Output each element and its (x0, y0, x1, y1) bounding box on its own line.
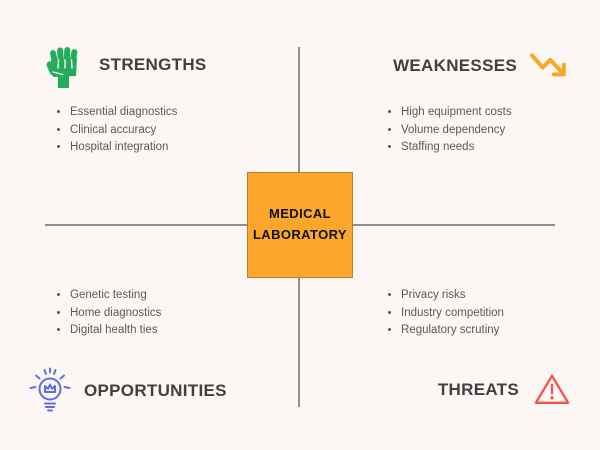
list-item: Digital health ties (70, 324, 161, 337)
list-item: Essential diagnostics (70, 106, 177, 119)
list-item: Regulatory scrutiny (401, 324, 504, 337)
warning-triangle-icon (533, 372, 571, 408)
list-item: Hospital integration (70, 141, 177, 154)
threats-header: THREATS (438, 372, 571, 408)
list-item: Home diagnostics (70, 307, 161, 320)
list-item: Privacy risks (401, 289, 504, 302)
weaknesses-list: High equipment costs Volume dependency S… (384, 106, 512, 159)
opportunities-list: Genetic testing Home diagnostics Digital… (53, 289, 161, 342)
list-item: Genetic testing (70, 289, 161, 302)
opportunities-header: OPPORTUNITIES (28, 366, 227, 415)
center-topic-box: MEDICAL LABORATORY (247, 172, 353, 278)
center-topic-line1: MEDICAL (268, 206, 332, 222)
list-item: Volume dependency (401, 124, 512, 137)
list-item: Industry competition (401, 307, 504, 320)
strengths-header: STRENGTHS (44, 42, 207, 88)
list-item: Staffing needs (401, 141, 512, 154)
threats-heading: THREATS (437, 380, 519, 399)
opportunities-heading: OPPORTUNITIES (84, 380, 227, 400)
strengths-list: Essential diagnostics Clinical accuracy … (53, 106, 177, 159)
threats-list: Privacy risks Industry competition Regul… (384, 289, 504, 342)
strengths-heading: STRENGTHS (99, 55, 207, 74)
lightbulb-icon (28, 366, 72, 415)
list-item: Clinical accuracy (70, 124, 177, 137)
center-topic-line2: LABORATORY (252, 227, 348, 242)
weaknesses-heading: WEAKNESSES (393, 56, 517, 75)
weaknesses-header: WEAKNESSES (393, 50, 567, 82)
raised-fist-icon (44, 42, 84, 88)
list-item: High equipment costs (401, 106, 512, 119)
trending-down-icon (529, 50, 567, 82)
